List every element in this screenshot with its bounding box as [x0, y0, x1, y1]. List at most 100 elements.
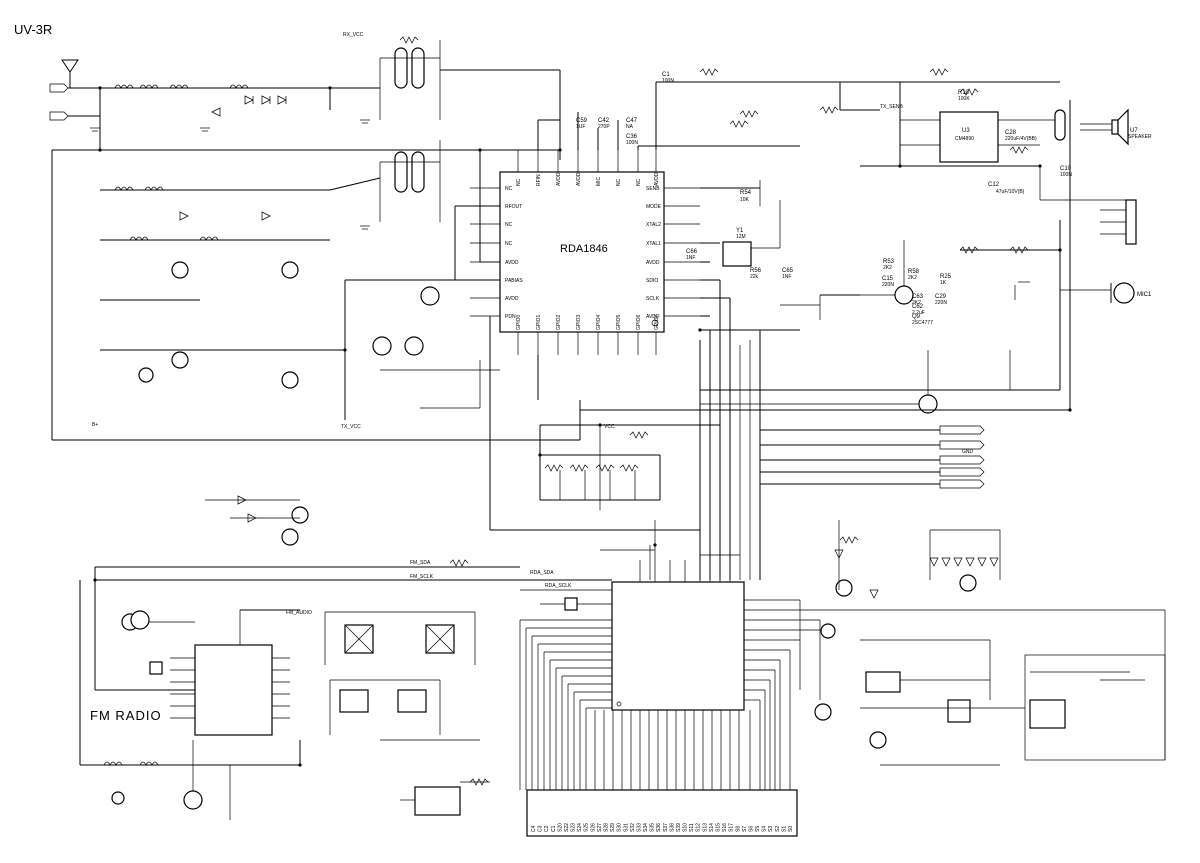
pin-label: SCLK: [646, 296, 660, 302]
connector-pin-label: C3: [538, 825, 544, 832]
net-label: TX_VCC: [341, 424, 361, 430]
mic-preamp: [700, 220, 1061, 414]
connector-pin-label: C4: [531, 825, 537, 832]
pin-label: AVDD: [556, 172, 562, 186]
component-value: 2K2: [883, 265, 892, 271]
connector-pin-label: S15: [716, 823, 722, 832]
component-ref: C29: [935, 294, 947, 300]
component-ref: R25: [940, 274, 952, 280]
connector-pin-label: S35: [650, 823, 656, 832]
resistor-icons: [399, 36, 1029, 786]
net-label: GND: [962, 449, 974, 455]
lamp-led: [834, 520, 879, 599]
net-label: FM_SCLK: [410, 574, 434, 580]
net-label: TX_SENB: [880, 104, 903, 110]
pin-label: AVDD: [505, 260, 519, 266]
connector-pin-label: S23: [571, 823, 577, 832]
pin-label: AVDD: [646, 260, 660, 266]
component-ref: C47: [626, 118, 638, 124]
pin-label: AVDD: [576, 172, 582, 186]
component-ref: R54: [740, 190, 752, 196]
connector-pin-label: S22: [564, 823, 570, 832]
pin-label: NC: [505, 222, 513, 228]
pin-label: PDN: [505, 314, 516, 320]
connector-pin-label: S11: [689, 823, 695, 832]
earphone-jack-icon: [1039, 166, 1137, 245]
pa-transistors: [138, 261, 440, 389]
pin-label: AVDD: [505, 296, 519, 302]
component-ref: C1: [662, 72, 670, 78]
rx-mixer-transistors: [379, 40, 441, 222]
net-labels: FM_SDA FM_SCLK FM_AUDIO TX_SENB RDA_SDA …: [92, 32, 974, 616]
component-ref: C36: [626, 134, 638, 140]
component-value: 1K: [940, 280, 947, 286]
component-ref: C12: [988, 182, 1000, 188]
component-ref: MIC1: [1137, 292, 1152, 298]
net-label: B+: [92, 422, 98, 428]
pin-label: GPIO2: [556, 314, 562, 330]
connector-pin-label: S10: [683, 823, 689, 832]
antenna-icon: [61, 59, 79, 88]
component-value: 47uF/10V(B): [996, 189, 1025, 195]
component-value: 12M: [736, 234, 746, 240]
pin-label: MODE: [646, 204, 662, 210]
component-value: NA: [626, 124, 634, 130]
connector-pin-label: S14: [709, 823, 715, 832]
fm-radio-section-label: FM RADIO: [90, 708, 162, 723]
pin-label: SENB: [646, 186, 660, 192]
mcu-left-fanout: [519, 619, 612, 790]
component-ref: R10: [958, 90, 970, 96]
connector-pin-label: S17: [729, 823, 735, 832]
signal-bus: [580, 100, 1071, 489]
connector-pin-label: S30: [617, 823, 623, 832]
connector-pin-label: S37: [663, 823, 669, 832]
connector-pin-label: S8: [735, 826, 741, 832]
connector-pin-label: C2: [544, 825, 550, 832]
connector-pin-label: S39: [676, 823, 682, 832]
component-value: 1UF: [576, 124, 585, 130]
pin-label: GPIO3: [576, 314, 582, 330]
pin-label: AVDD: [646, 314, 660, 320]
connector-pin-label: S29: [610, 823, 616, 832]
pin-label: MIC: [596, 176, 602, 186]
connector-pin-label: S20: [557, 823, 563, 832]
component-ref: C66: [686, 249, 698, 255]
pin-label: XTAL2: [646, 222, 661, 228]
component-value: SPEAKER: [1128, 134, 1152, 140]
pin-label: XTAL1: [646, 241, 661, 247]
connector-pin-label: S24: [577, 823, 583, 832]
component-value: 220N: [935, 300, 947, 306]
component-ref: C28: [1005, 130, 1017, 136]
microphone-icon: [1060, 282, 1135, 304]
component-ref: U3: [962, 128, 970, 134]
junction-dots: [93, 86, 1072, 767]
led-indicators: [929, 529, 1001, 580]
component-value: 270P: [598, 124, 610, 130]
component-value: CM4890: [955, 136, 974, 142]
vco-modules: [324, 611, 480, 741]
component-ref: Q9: [912, 314, 921, 320]
component-ref: C10: [1060, 166, 1072, 172]
pin-label: AVDD: [654, 172, 660, 186]
component-ref: C65: [782, 268, 794, 274]
connector-pin-label: S6: [749, 826, 755, 832]
misc-nets: [380, 330, 821, 700]
component-value: 1NF: [782, 274, 791, 280]
net-label: RX_VCC: [343, 32, 364, 38]
audio-amplifier: [839, 82, 1066, 167]
pin-label: GPIO1: [536, 314, 542, 330]
pin-label: NC: [505, 186, 513, 192]
pin-label: RFOUT: [505, 204, 522, 210]
connector-pin-label: S27: [597, 823, 603, 832]
mcu-crystal: [520, 589, 612, 611]
mcu-right-fanout: [744, 599, 1166, 790]
rf-input-ports: [49, 83, 69, 121]
mcu-chip: [611, 581, 745, 711]
connector-pin-label: S3: [768, 826, 774, 832]
net-label: RDA_SDA: [530, 570, 554, 576]
component-value: 220uF/4V(BB): [1005, 136, 1037, 142]
pin-label: NC: [505, 241, 513, 247]
